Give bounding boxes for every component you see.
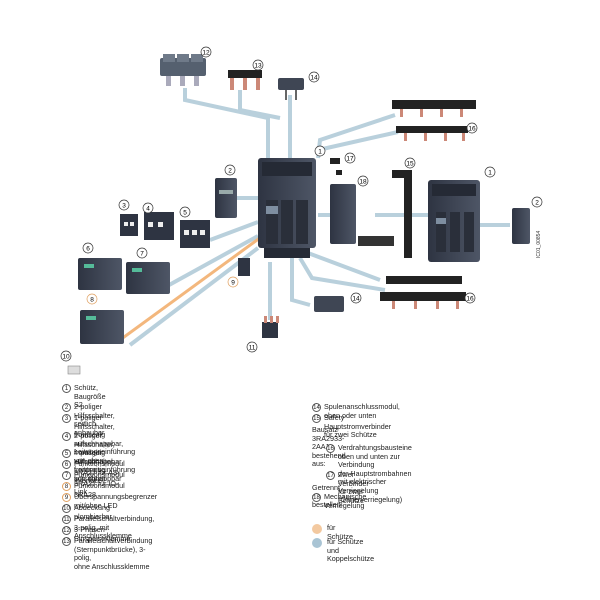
- svg-text:10: 10: [62, 353, 70, 360]
- svg-text:9: 9: [231, 279, 235, 286]
- callout-1a: 1: [314, 145, 326, 157]
- three-phase-terminal: [160, 54, 206, 86]
- svg-text:16: 16: [468, 125, 476, 132]
- coil-module-top: [278, 78, 304, 100]
- callout-14a: 14: [308, 71, 320, 83]
- svg-text:8: 8: [90, 296, 94, 303]
- callout-12: 12: [200, 46, 212, 58]
- document-id: IC01_00854: [536, 230, 542, 258]
- svg-text:12: 12: [202, 49, 210, 56]
- svg-text:13: 13: [254, 62, 262, 69]
- blue-swatch: [312, 538, 322, 548]
- svg-text:14: 14: [352, 295, 360, 302]
- star-point-bridge: [228, 70, 262, 90]
- accessories-diagram: 12 13 14 16 1 17 15 1 2 18 2 3 4 5 6 7 9…: [60, 46, 543, 375]
- callout-13: 13: [252, 59, 264, 71]
- sealable-cover: [67, 365, 81, 375]
- svg-text:2: 2: [228, 167, 232, 174]
- callout-10: 10: [60, 350, 72, 362]
- callout-3: 3: [118, 199, 130, 211]
- svg-text:15: 15: [406, 160, 414, 167]
- svg-text:7: 7: [140, 250, 144, 257]
- mechanical-interlock: [330, 184, 356, 244]
- svg-text:1: 1: [488, 169, 492, 176]
- callout-15: 15: [404, 157, 416, 169]
- callout-4: 4: [142, 202, 154, 214]
- callout-2b: 2: [531, 196, 543, 208]
- callout-9: 9: [227, 276, 239, 288]
- callout-8: 8: [86, 293, 98, 305]
- connector-pieces: [330, 158, 342, 175]
- svg-text:11: 11: [249, 344, 256, 351]
- wiring-module-top: [392, 100, 476, 141]
- svg-text:17: 17: [346, 155, 354, 162]
- front-auxiliary-switches: [120, 212, 210, 248]
- callout-18: 18: [357, 175, 369, 187]
- callout-7: 7: [136, 247, 148, 259]
- bausatz-heading: Bausatz 3RA2933-2AA1 bestehend aus:: [312, 425, 346, 469]
- svg-text:3: 3: [122, 202, 126, 209]
- key-blue: für Schütze und Koppelschütze: [312, 537, 374, 564]
- svg-text:14: 14: [310, 74, 318, 81]
- side-auxiliary-switch-left: [215, 178, 237, 218]
- svg-text:2: 2: [535, 199, 539, 206]
- key-orange: für Schütze: [312, 523, 353, 541]
- safety-main-connector: [358, 170, 412, 258]
- callout-6: 6: [82, 242, 94, 254]
- svg-text:5: 5: [183, 209, 187, 216]
- coil-module-bottom: [314, 296, 344, 312]
- callout-11: 11: [246, 341, 258, 353]
- orange-swatch: [312, 524, 322, 534]
- svg-text:16: 16: [466, 295, 474, 302]
- svg-text:18: 18: [359, 178, 367, 185]
- svg-text:4: 4: [146, 205, 150, 212]
- callout-16a: 16: [466, 122, 478, 134]
- callout-2a: 2: [224, 164, 236, 176]
- orange-connector: [119, 230, 269, 342]
- callout-5: 5: [179, 206, 191, 218]
- parallel-link-terminal: [262, 316, 279, 338]
- contactor-main: [258, 158, 316, 258]
- function-modules: [78, 258, 170, 344]
- callout-16b: 16: [464, 292, 476, 304]
- contactor-second: [428, 180, 480, 262]
- callout-17: 17: [344, 152, 356, 164]
- wiring-module-bottom: [380, 276, 466, 309]
- svg-text:6: 6: [86, 245, 90, 252]
- surge-suppressor: [238, 258, 250, 276]
- side-auxiliary-switch-right: [512, 208, 530, 244]
- svg-text:1: 1: [318, 148, 322, 155]
- callout-14b: 14: [350, 292, 362, 304]
- callouts: 12 13 14 16 1 17 15 1 2 18 2 3 4 5 6 7 9…: [60, 46, 543, 362]
- callout-1b: 1: [484, 166, 496, 178]
